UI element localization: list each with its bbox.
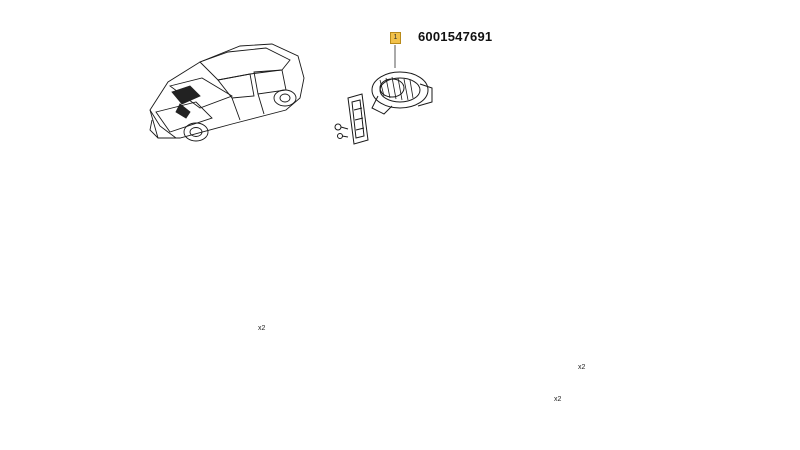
screw[interactable] xyxy=(335,124,348,130)
quantity-label: x2 xyxy=(578,364,586,371)
quantity-label: x2 xyxy=(258,325,266,332)
engine-bay-highlight xyxy=(172,86,200,104)
callout-badge[interactable]: 1 xyxy=(390,32,401,44)
blower-motor[interactable] xyxy=(372,72,432,114)
screw[interactable] xyxy=(338,134,349,139)
part-number-label: 6001547691 xyxy=(418,29,493,44)
quantity-label: x2 xyxy=(554,396,562,403)
vehicle-illustration xyxy=(150,44,304,141)
air-flap[interactable] xyxy=(348,94,368,144)
